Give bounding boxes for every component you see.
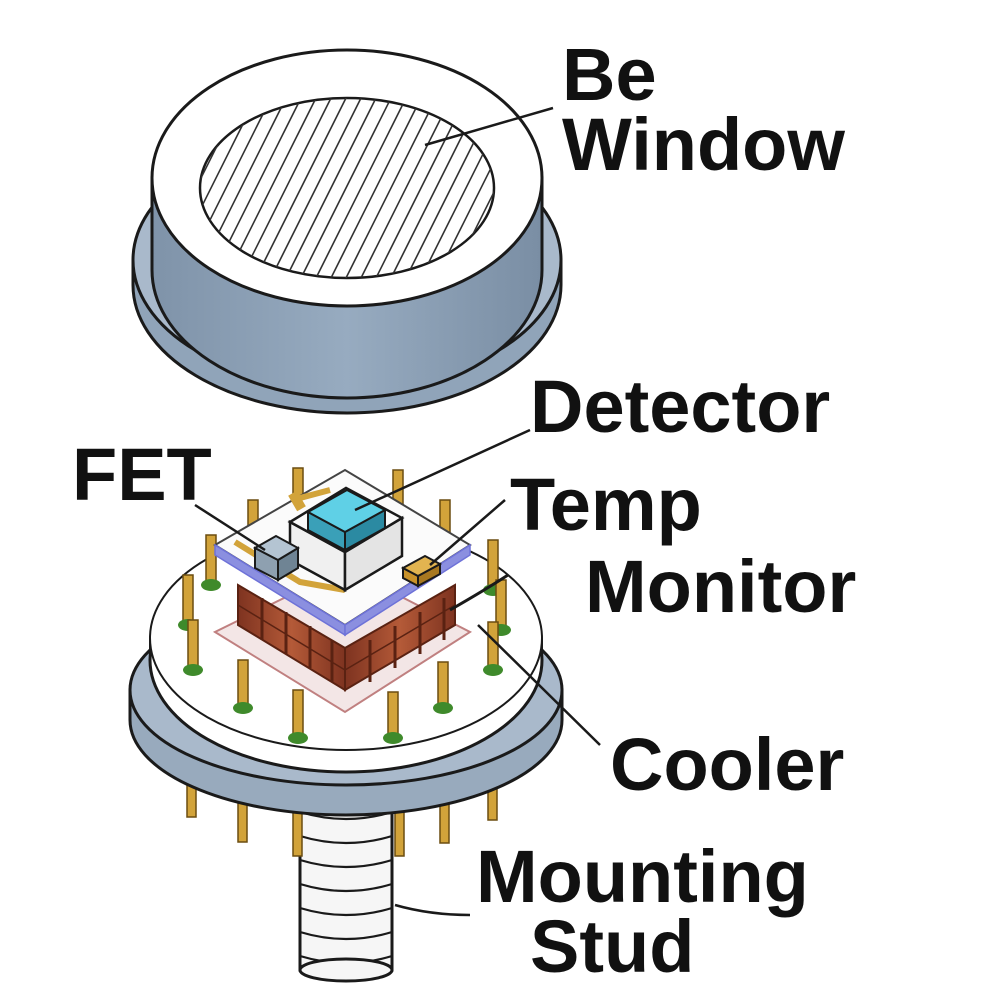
temp-sensor-icon (400, 554, 443, 588)
label-be: Be (562, 33, 657, 116)
fet-transistor-icon (252, 534, 301, 582)
label-stud: Stud (530, 905, 695, 988)
label-temp: Temp (510, 463, 702, 546)
leader-temp (429, 499, 506, 566)
leader-stud (394, 903, 471, 917)
label-mounting: Mounting (476, 835, 809, 918)
pin (183, 619, 203, 676)
detector-chip-icon (287, 486, 405, 593)
leader-detector (354, 428, 531, 512)
mounting-stud (298, 788, 394, 983)
be-window-cap-icon (131, 48, 563, 415)
peltier-cooler-icon (212, 566, 473, 714)
pin (201, 534, 221, 591)
pin (288, 689, 308, 744)
leader-cooler (477, 624, 601, 746)
label-cooler: Cooler (610, 723, 845, 806)
leader-temp-wire (449, 573, 509, 612)
pin (233, 659, 253, 714)
label-detector: Detector (530, 365, 831, 448)
leader-fet (194, 503, 266, 552)
label-window: Window (562, 103, 845, 186)
leader-lines (194, 106, 601, 917)
label-monitor: Monitor (585, 545, 857, 628)
pin (383, 691, 403, 744)
leader-window (424, 106, 554, 147)
pin (433, 661, 453, 714)
label-fet: FET (72, 433, 212, 516)
